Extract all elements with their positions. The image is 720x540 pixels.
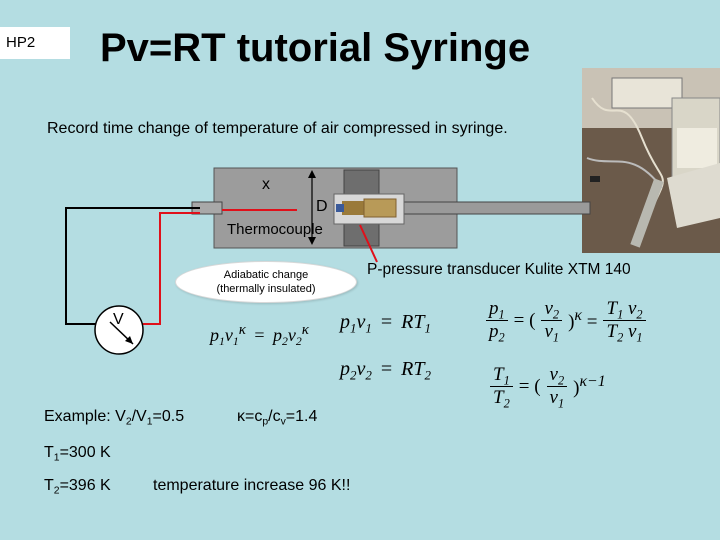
example-sub1: 2 xyxy=(125,416,132,428)
slide-subtitle: Record time change of temperature of air… xyxy=(47,120,508,137)
t2-label: T xyxy=(44,477,54,494)
kappa-symbol: κ xyxy=(237,408,245,425)
kappa-value: =1.4 xyxy=(285,408,318,425)
diameter-label: D xyxy=(316,198,328,215)
displacement-label: x xyxy=(262,176,270,193)
t2-sub: 2 xyxy=(53,485,60,497)
example-ratio: Example: V2/V1=0.5 xyxy=(44,408,185,428)
callout-line-2: (thermally insulated) xyxy=(216,283,316,295)
adiabatic-equation: p1v1κ = p2v2κ xyxy=(210,322,309,349)
lab-setup-photo xyxy=(582,68,720,253)
slide-badge: HP2 xyxy=(0,27,70,59)
kappa-sub-p: p xyxy=(262,416,269,428)
kappa-eq: =c xyxy=(245,408,263,425)
pressure-transducer-label: P-pressure transducer Kulite XTM 140 xyxy=(367,261,631,278)
callout-line-1: Adiabatic change xyxy=(223,269,309,281)
state-equation-1: p1v1 = RT1 xyxy=(340,311,432,336)
kappa-mid: /c xyxy=(268,408,281,425)
slide-title: Pv=RT tutorial Syringe xyxy=(100,26,531,70)
state-equation-2: p2v2 = RT2 xyxy=(340,358,432,383)
voltmeter-label: V xyxy=(113,311,124,328)
adiabatic-callout: Adiabatic change (thermally insulated) xyxy=(175,261,357,303)
t1-label: T xyxy=(44,444,54,461)
example-slash: /V xyxy=(131,408,147,425)
example-value: =0.5 xyxy=(152,408,185,425)
example-prefix: Example: V xyxy=(44,408,126,425)
syringe-diagram xyxy=(65,167,591,355)
kappa-definition: κ=cp/cv=1.4 xyxy=(237,408,318,428)
piston-rod xyxy=(403,201,591,215)
kappa-sub-v: v xyxy=(280,416,286,428)
final-temperature: T2=396 K xyxy=(44,477,111,497)
initial-temperature: T1=300 K xyxy=(44,444,111,464)
t1-value: =300 K xyxy=(59,444,111,461)
temperature-increase-note: temperature increase 96 K!! xyxy=(153,477,351,494)
t1-sub: 1 xyxy=(53,452,60,464)
example-sub2: 1 xyxy=(146,416,153,428)
t2-value: =396 K xyxy=(59,477,111,494)
thermocouple-label: Thermocouple xyxy=(227,221,323,238)
